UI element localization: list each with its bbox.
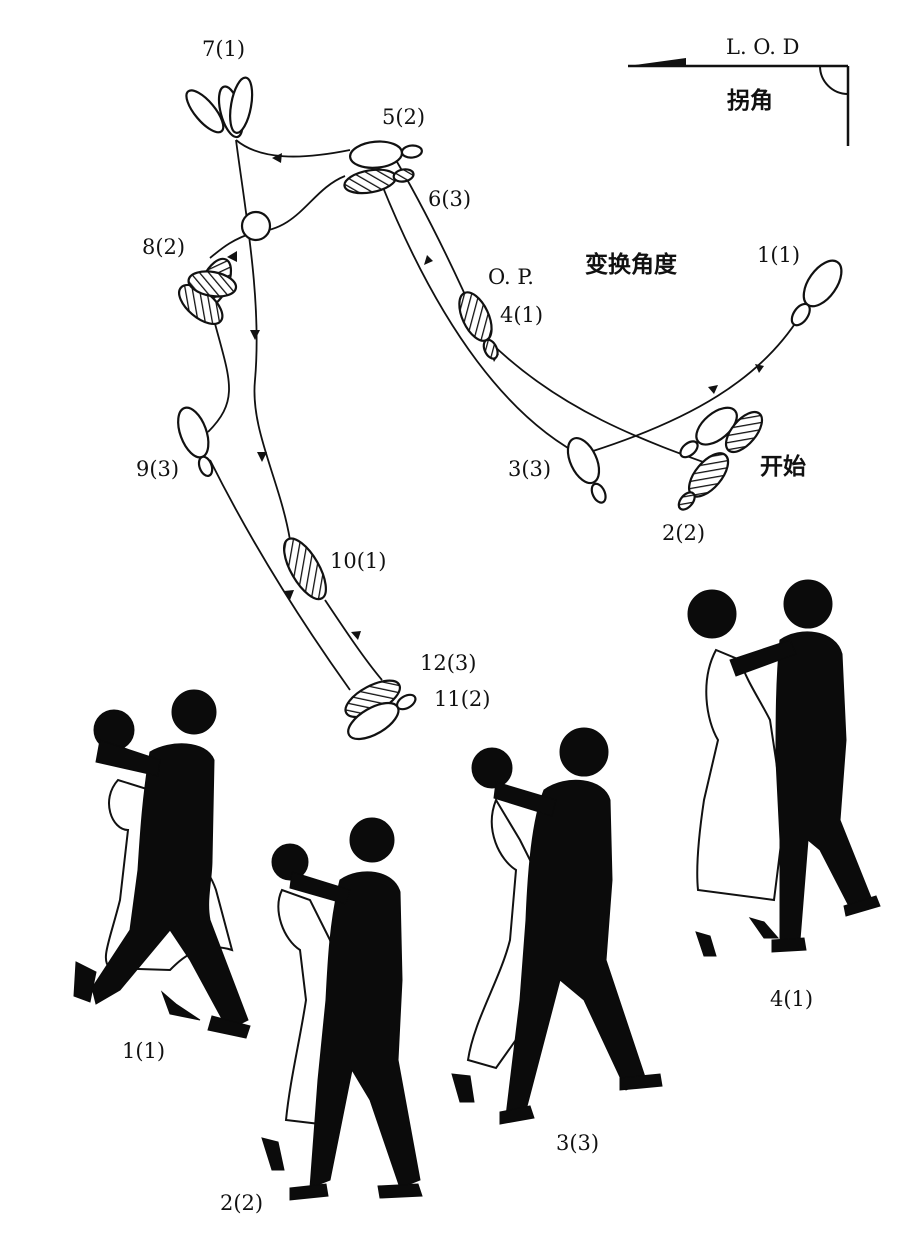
op-label: O. P. [488,265,534,289]
footprint-7 [185,76,254,139]
arrow-icon [272,153,282,163]
step-label: 9(3) [136,457,179,481]
arrow-icon [351,631,361,640]
step-label: 4(1) [500,303,543,327]
arrow-icon [227,251,237,262]
change-angle-label: 变换角度 [585,251,678,278]
lod-label: L. O. D [726,35,799,59]
step-label: 7(1) [202,37,245,61]
arrow-icon [424,255,433,265]
path-5-7 [235,139,351,158]
footprint-5 [349,140,423,169]
figure-label: 4(1) [770,987,813,1011]
figure-label: 1(1) [122,1039,165,1063]
path-7-10 [235,139,291,541]
step-label: 1(1) [757,243,800,267]
step-label: 8(2) [142,235,185,259]
start-label: 开始 [760,453,806,480]
footprint-6 [343,168,415,195]
step-label: 5(2) [382,105,425,129]
footprint-10 [283,537,327,601]
path-10-11 [324,599,383,681]
footprint-pivot [240,210,272,242]
step-label: 10(1) [330,549,386,573]
path-6-8 [209,175,346,259]
arrow-icon [708,385,718,394]
lod-arrow-icon [628,58,686,66]
footprint-11 [347,693,417,741]
footprint-8 [178,257,238,326]
footprint-start-hatched [724,410,764,454]
footprint-4 [458,291,499,360]
footprint-start-open [679,406,738,459]
figure-label: 3(3) [556,1131,599,1155]
dancer-figure-2: 2(2) [220,817,423,1215]
step-label: 12(3) [420,651,476,675]
path-2-4 [489,341,727,471]
footprints [177,76,843,741]
path-3-6 [379,179,587,459]
corner-arc-icon [819,65,849,95]
footprint-3 [566,437,607,504]
dancer-figure-1: 1(1) [73,689,251,1063]
arrow-icon [250,330,260,340]
step-label: 2(2) [662,521,705,545]
footprint-1 [790,259,843,327]
step-label: 3(3) [508,457,551,481]
arrow-icon [257,452,267,462]
lod-corner-symbol: L. O. D 拐角 [628,35,850,146]
footprint-2 [677,452,730,511]
step-label: 6(3) [428,187,471,211]
path-1-3 [589,315,801,453]
footprint-9 [177,406,214,478]
path-8-9 [207,319,230,433]
arrow-icon [755,364,764,373]
figure-label: 2(2) [220,1191,263,1215]
corner-label: 拐角 [727,87,773,114]
step-label: 11(2) [434,687,490,711]
step-labels: 1(1) 2(2) 3(3) 4(1) 5(2) 6(3) 7(1) 8(2) … [136,37,806,711]
arrow-icon [284,590,294,600]
dancer-figure-3: 3(3) [451,727,663,1155]
path-9-12 [209,459,351,691]
dancer-figure-4: 4(1) [687,579,881,1011]
